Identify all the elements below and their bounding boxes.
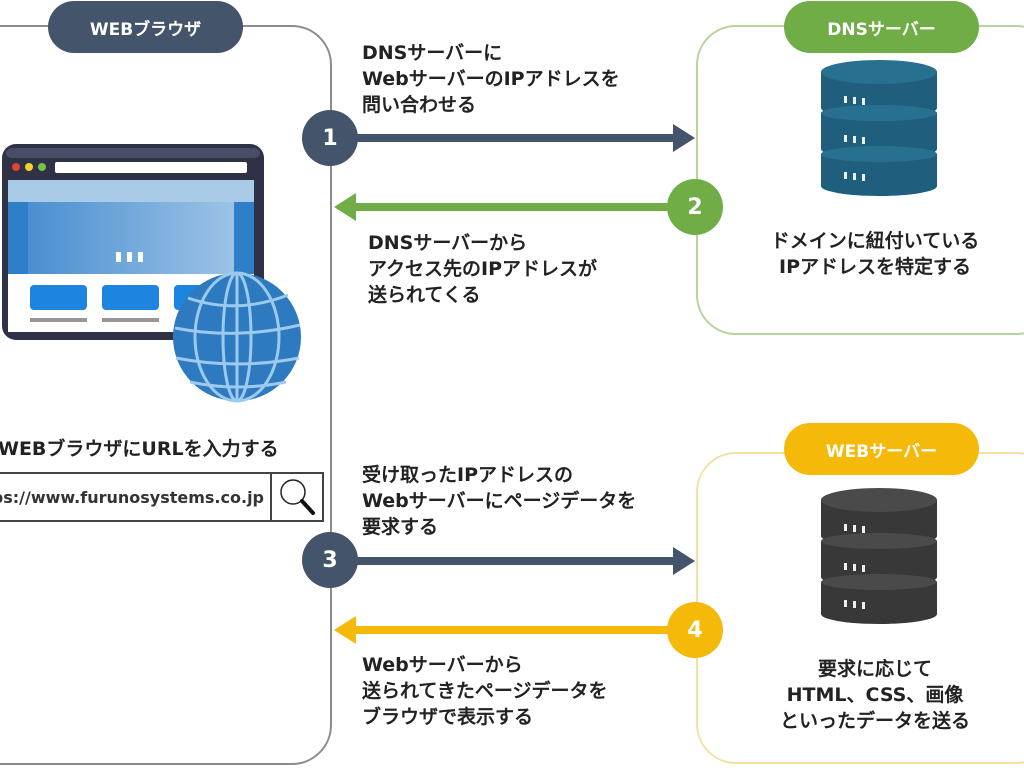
window-maximize-dot — [38, 163, 46, 171]
dns-server-description: ドメインに紐付いている IPアドレスを特定する — [770, 230, 980, 278]
web-server-label: WEBサーバー — [784, 423, 979, 475]
web-server-description: 要求に応じて HTML、CSS、画像 といったデータを送る — [779, 658, 970, 732]
arrow-step-3 — [330, 547, 695, 575]
step-3-badge: 3 — [302, 532, 358, 588]
arrow-step-2 — [334, 193, 704, 221]
step-3-text: 受け取ったIPアドレスの Webサーバーにページデータを 要求する — [362, 464, 637, 538]
arrow-step-1 — [330, 124, 695, 152]
url-instruction-text: WEBブラウザにURLを入力する — [0, 438, 279, 460]
web-database-icon — [821, 488, 937, 624]
arrow-step-4 — [334, 616, 704, 644]
window-minimize-dot — [25, 163, 33, 171]
dns-database-icon — [821, 60, 937, 196]
step-4-text: Webサーバーから 送られてきたページデータを ブラウザで表示する — [362, 654, 608, 728]
step-4-badge: 4 — [667, 602, 723, 658]
step-2-text: DNSサーバーから アクセス先のIPアドレスが 送られてくる — [368, 232, 598, 306]
step-1-text: DNSサーバーに WebサーバーのIPアドレスを 問い合わせる — [362, 42, 620, 116]
step-1-badge: 1 — [302, 110, 358, 166]
window-close-dot — [12, 163, 20, 171]
url-input[interactable]: ps://www.furunosystems.co.jp — [0, 472, 324, 522]
dns-server-label: DNSサーバー — [784, 1, 979, 53]
globe-icon — [173, 271, 301, 403]
url-value[interactable]: ps://www.furunosystems.co.jp — [0, 487, 264, 507]
search-icon — [280, 479, 315, 515]
browser-label: WEBブラウザ — [48, 1, 243, 53]
search-button[interactable] — [270, 474, 322, 520]
step-2-badge: 2 — [667, 179, 723, 235]
